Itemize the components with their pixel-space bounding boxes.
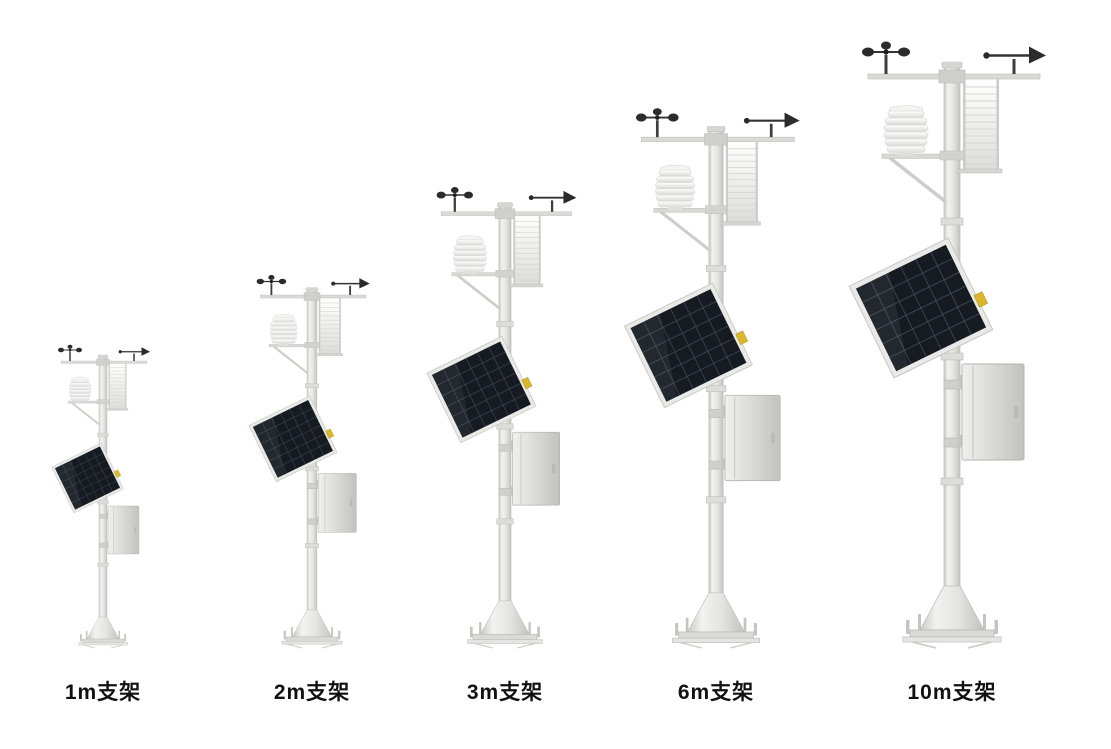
station-label-10m: 10m支架 bbox=[907, 681, 997, 704]
station-label-1m: 1m支架 bbox=[64, 681, 142, 704]
station-figure-6m bbox=[622, 106, 802, 650]
station-label-2m: 2m支架 bbox=[273, 681, 351, 704]
station-figure-2m bbox=[247, 273, 371, 650]
station-label-3m: 3m支架 bbox=[466, 681, 544, 704]
station-label-6m: 6m支架 bbox=[677, 681, 755, 704]
station-figure-3m bbox=[425, 185, 578, 650]
station-figure-1m bbox=[50, 343, 151, 649]
stations-illustration bbox=[50, 39, 1048, 650]
station-figure-10m bbox=[847, 39, 1048, 650]
